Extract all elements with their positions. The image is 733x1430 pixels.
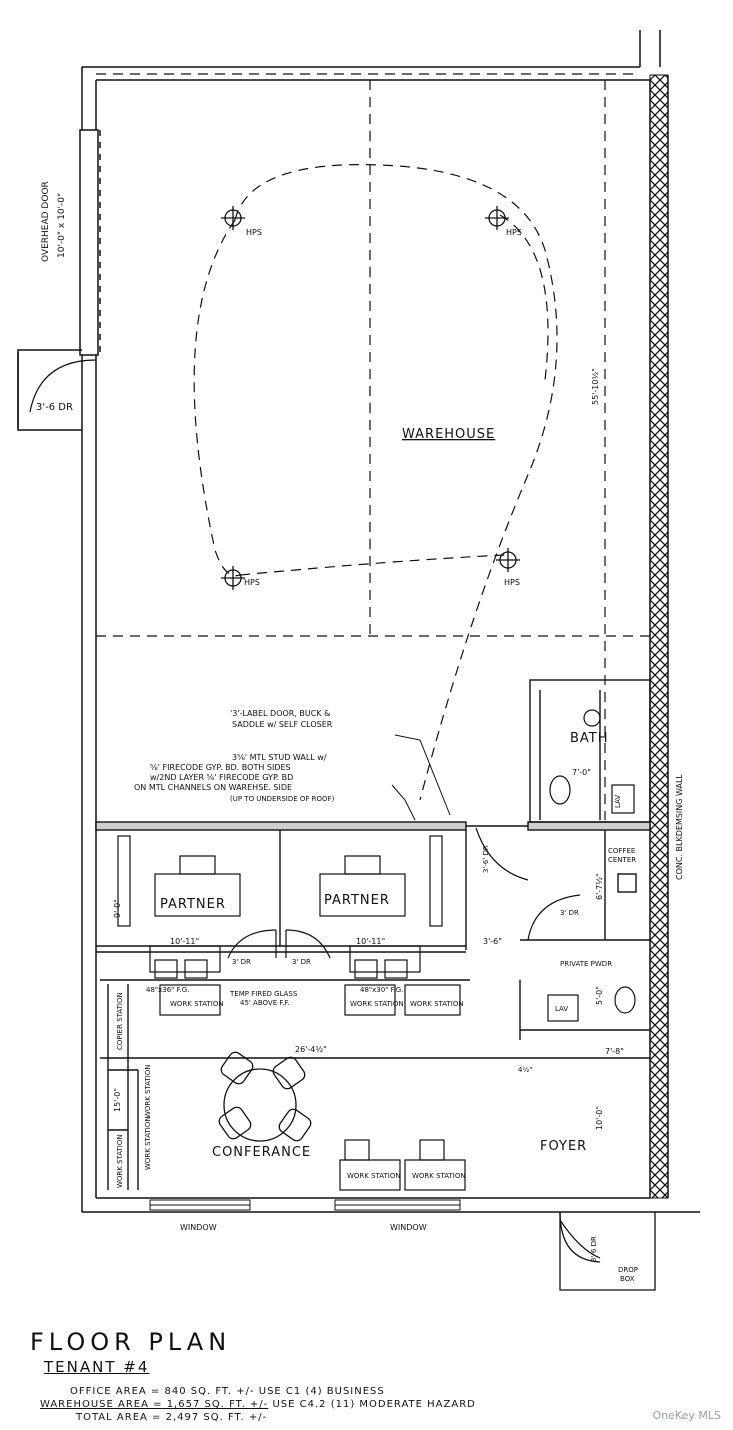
ws-6-label: WORK STATION [144, 1116, 152, 1170]
fig-48x30-label: 48"x30" F.G. [360, 986, 403, 994]
window-1-label: WINDOW [180, 1223, 217, 1232]
dim-10-0-label: 10'-0" [595, 1106, 604, 1130]
dim-3-5-dr-label: 3'-6 DR [590, 1236, 598, 1262]
dim-5-0-label: 5'-0" [595, 986, 604, 1005]
hps-label-1: HPS [246, 228, 262, 237]
dim-3dr-label: 3' DR [560, 909, 579, 917]
dim-6-7-label: 6'-7½" [595, 873, 604, 900]
dim-4-half-label: 4½" [518, 1066, 532, 1074]
watermark: OneKey MLS [652, 1409, 721, 1422]
powder-room-label: PRIVATE PWDR [560, 960, 612, 968]
office-area-value: 840 SQ. FT. +/- [164, 1386, 255, 1397]
stud-wall-note-4: ON MTL CHANNELS ON WAREHSE. SIDE [134, 783, 292, 792]
office-door-swings [227, 827, 601, 1259]
conference-room-label: CONFERANCE [212, 1145, 311, 1160]
partner-desks [117, 835, 443, 979]
door-3-b-label: 3' DR [292, 958, 311, 966]
foyer-room-label: FOYER [540, 1139, 587, 1154]
bath-fixtures [547, 709, 636, 1022]
office-area-label: OFFICE AREA = [70, 1386, 165, 1397]
notes-leader-2 [391, 784, 416, 821]
warehouse-room-label: WAREHOUSE [402, 427, 495, 442]
dim-7-0-label: 7'-0" [572, 768, 591, 777]
label-door-note-1: '3'-LABEL DOOR, BUCK & [230, 709, 330, 718]
coffee-label-1: COFFEE [608, 847, 635, 855]
office-area-use: USE C1 (4) BUSINESS [258, 1386, 385, 1397]
lav-label-bath: LAV [614, 795, 622, 808]
warehouse-area-use: USE C4.2 (11) MODERATE HAZARD [272, 1399, 476, 1410]
plan-labels: OVERHEAD DOOR 10'-0" x 10'-0" 3'-6 DR WA… [36, 181, 684, 1283]
workstations [159, 984, 466, 1191]
dim-10-11-b-label: 10'-11" [356, 937, 385, 946]
drop-box-label-2: BOX [620, 1275, 635, 1283]
total-area-label: TOTAL AREA = [76, 1412, 166, 1423]
copier-label: COPIER STATION [116, 992, 124, 1050]
temp-glass-1-label: TEMP FIRED GLASS [229, 990, 298, 998]
office-walls [95, 679, 651, 1190]
stud-wall-note-5: (UP TO UNDERSIDE OF ROOF) [230, 795, 335, 803]
total-area-value: 2,497 SQ. FT. +/- [165, 1412, 268, 1423]
dim-26-4-label: 26'-4½" [295, 1045, 327, 1054]
hps-label-2: HPS [506, 228, 522, 237]
partner-right-label: PARTNER [324, 893, 390, 908]
stud-wall-note-3: w/2ND LAYER ⅝' FIRECODE GYP. BD [150, 773, 293, 782]
warehouse-dim-label: 55'-10½" [591, 368, 600, 405]
coffee-label-2: CENTER [608, 856, 636, 864]
warehouse-dashed-lines [96, 73, 650, 820]
hps-label-3: HPS [504, 578, 520, 587]
temp-glass-2-label: 45' ABOVE F.F. [240, 999, 290, 1007]
stud-wall-note-2: ⅝' FIRECODE GYP. BD. BOTH SIDES [150, 763, 291, 772]
ws-5-label: WORK STATION [116, 1134, 124, 1188]
ws-4-label: WORK STATION [144, 1064, 152, 1118]
overhead-door-label-2: 10'-0" x 10'-0" [57, 193, 67, 258]
door-3-a-label: 3' DR [232, 958, 251, 966]
floor-plan-title: FLOOR PLAN [30, 1328, 232, 1356]
fig-48x36-label: 48"x36" F.G. [146, 986, 189, 994]
dim-9-0-label: 9'-0" [113, 899, 122, 918]
stud-wall-note-1: 3⅝' MTL STUD WALL w/ [232, 753, 327, 762]
ws-1-label: WORK STATION [170, 1000, 224, 1008]
ws-2-label: WORK STATION [350, 1000, 404, 1008]
conc-wall-label: CONC. BLKDEMSING WALL [675, 774, 684, 880]
warehouse-area-line: WAREHOUSE AREA = 1,657 SQ. FT. +/- USE C… [40, 1399, 476, 1410]
windows [149, 1199, 461, 1211]
warehouse-area-label: WAREHOUSE AREA = [40, 1399, 167, 1410]
dim-15-0-label: 15'-0" [113, 1088, 122, 1112]
overhead-door-label-1: OVERHEAD DOOR [41, 181, 51, 262]
floor-plan-drawing: OVERHEAD DOOR 10'-0" x 10'-0" 3'-6 DR WA… [17, 30, 700, 1291]
drop-box-label-1: DROP [618, 1266, 638, 1274]
tenant-label: TENANT #4 [44, 1358, 150, 1376]
label-door-note-2: SADDLE w/ SELF CLOSER [232, 720, 333, 729]
dim-7-8-label: 7'-8" [605, 1047, 624, 1056]
side-door-label: 3'-6 DR [36, 402, 73, 413]
entry-vestibule [559, 1211, 656, 1291]
ws-3-label: WORK STATION [410, 1000, 464, 1008]
hps-fixtures [221, 206, 520, 590]
ws-7-label: WORK STATION [347, 1172, 401, 1180]
window-2-label: WINDOW [390, 1223, 427, 1232]
conference-table [218, 1051, 312, 1142]
door-36-label: 3'-6' DR [482, 845, 490, 873]
notes-leader [394, 734, 451, 816]
total-area-line: TOTAL AREA = 2,497 SQ. FT. +/- [76, 1412, 267, 1423]
side-door-swing [29, 359, 97, 413]
office-area-line: OFFICE AREA = 840 SQ. FT. +/- USE C1 (4)… [70, 1386, 385, 1397]
bath-room-label: BATH [570, 731, 609, 746]
hps-label-4: HPS [244, 578, 260, 587]
ws-8-label: WORK STATION [412, 1172, 466, 1180]
warehouse-area-value: 1,657 SQ. FT. +/- [166, 1399, 269, 1410]
lav-label-powder: LAV [555, 1005, 568, 1013]
dim-10-11-a-label: 10'-11" [170, 937, 199, 946]
dim-3-6-label: 3'-6" [483, 937, 502, 946]
concrete-wall [649, 74, 669, 1199]
partner-left-label: PARTNER [160, 897, 226, 912]
